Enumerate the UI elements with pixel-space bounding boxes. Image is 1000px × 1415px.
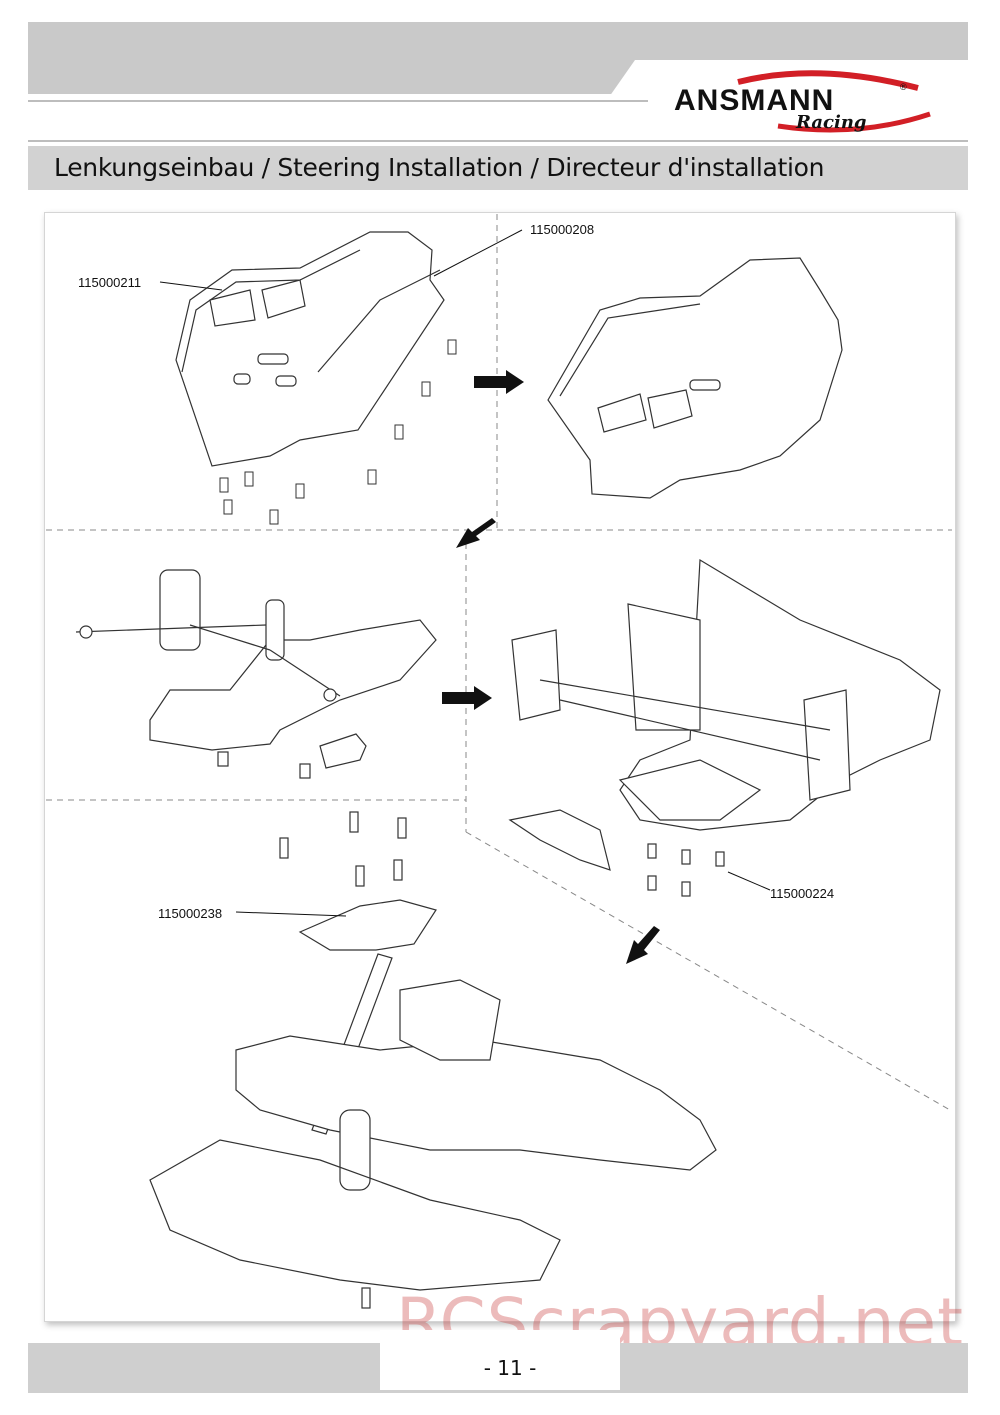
brand-logo: ANSMANN Racing ® xyxy=(668,68,938,140)
title-bar xyxy=(28,146,968,190)
page-number: - 11 - xyxy=(483,1356,537,1380)
registered-mark: ® xyxy=(900,82,907,92)
part-number-label: 115000224 xyxy=(770,886,835,901)
steering-linkage-panel-3 xyxy=(75,569,437,779)
arrow-right-icon xyxy=(442,686,492,710)
page-title: Lenkungseinbau / Steering Installation /… xyxy=(54,153,825,182)
part-number-label: 115000211 xyxy=(78,275,142,290)
chassis-plate-panel-1 xyxy=(175,231,445,467)
leader-line xyxy=(159,281,223,291)
arrow-down-left-icon xyxy=(626,926,660,964)
part-number-label: 115000238 xyxy=(158,906,223,921)
header-rule xyxy=(28,100,648,102)
chassis-plate-panel-2 xyxy=(547,257,843,499)
footer-cut xyxy=(380,1330,620,1390)
leader-line xyxy=(727,871,771,891)
front-suspension-panel-4 xyxy=(508,558,941,897)
brand-subtitle: Racing xyxy=(796,112,867,133)
steering-bridge-panel-5 xyxy=(149,811,717,1309)
header-rule-lower xyxy=(28,140,968,142)
leader-line xyxy=(235,911,347,917)
arrow-down-left-icon xyxy=(456,518,496,548)
arrow-right-icon xyxy=(474,370,524,394)
brand-name: ANSMANN xyxy=(674,84,835,117)
screws-panel-1 xyxy=(219,339,457,525)
part-number-label: 115000208 xyxy=(530,222,595,237)
leader-line xyxy=(433,229,523,277)
divider-line xyxy=(465,831,951,1111)
